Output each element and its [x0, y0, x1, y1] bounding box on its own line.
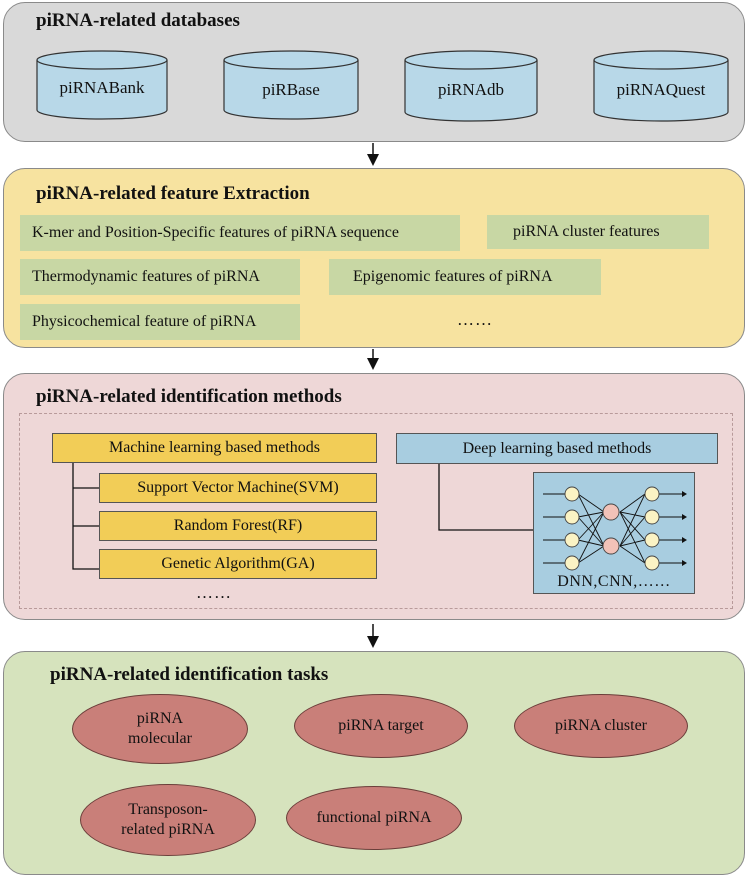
input-node — [564, 486, 580, 502]
tasks-title: piRNA-related identification tasks — [50, 664, 329, 685]
methods-inner-dashed-frame — [19, 413, 733, 609]
ml-method-rf: Random Forest(RF) — [99, 511, 377, 541]
task-transposon-related-pirna: Transposon- related piRNA — [80, 784, 256, 856]
feature-physicochemical: Physicochemical feature of piRNA — [20, 304, 300, 340]
methods-title: piRNA-related identification methods — [36, 386, 342, 407]
feature-epigenomic: Epigenomic features of piRNA — [329, 259, 601, 295]
feature-kmer: K-mer and Position-Specific features of … — [20, 215, 460, 251]
input-node — [564, 532, 580, 548]
output-node — [644, 486, 660, 502]
output-node — [644, 532, 660, 548]
db-label-pirnaquest: piRNAQuest — [616, 80, 706, 99]
features-more: …… — [457, 310, 493, 329]
ml-method-ga: Genetic Algorithm(GA) — [99, 549, 377, 579]
dl-examples-caption: DNN,CNN,…… — [557, 573, 671, 590]
feature-cluster: piRNA cluster features — [487, 215, 709, 249]
task-pirna-cluster: piRNA cluster — [514, 694, 688, 758]
ml-methods-more: …… — [196, 583, 232, 602]
ml-methods-header: Machine learning based methods — [52, 433, 377, 463]
output-node — [644, 509, 660, 525]
feature-thermodynamic: Thermodynamic features of piRNA — [20, 259, 300, 295]
db-label-pirnabank: piRNABank — [59, 78, 145, 97]
hidden-node — [602, 503, 620, 521]
task-pirna-molecular: piRNA molecular — [72, 694, 248, 764]
db-label-pirnadb: piRNAdb — [437, 80, 505, 99]
neural-network-diagram: DNN,CNN,…… — [533, 472, 695, 594]
dl-methods-header: Deep learning based methods — [396, 433, 718, 464]
ml-method-svm: Support Vector Machine(SVM) — [99, 473, 377, 503]
output-node — [644, 555, 660, 571]
databases-title: piRNA-related databases — [36, 10, 240, 31]
input-node — [564, 555, 580, 571]
task-functional-pirna: functional piRNA — [286, 786, 462, 850]
features-title: piRNA-related feature Extraction — [36, 183, 310, 204]
input-node — [564, 509, 580, 525]
db-label-pirbase: piRBase — [262, 80, 320, 99]
hidden-node — [602, 537, 620, 555]
task-pirna-target: piRNA target — [294, 694, 468, 758]
